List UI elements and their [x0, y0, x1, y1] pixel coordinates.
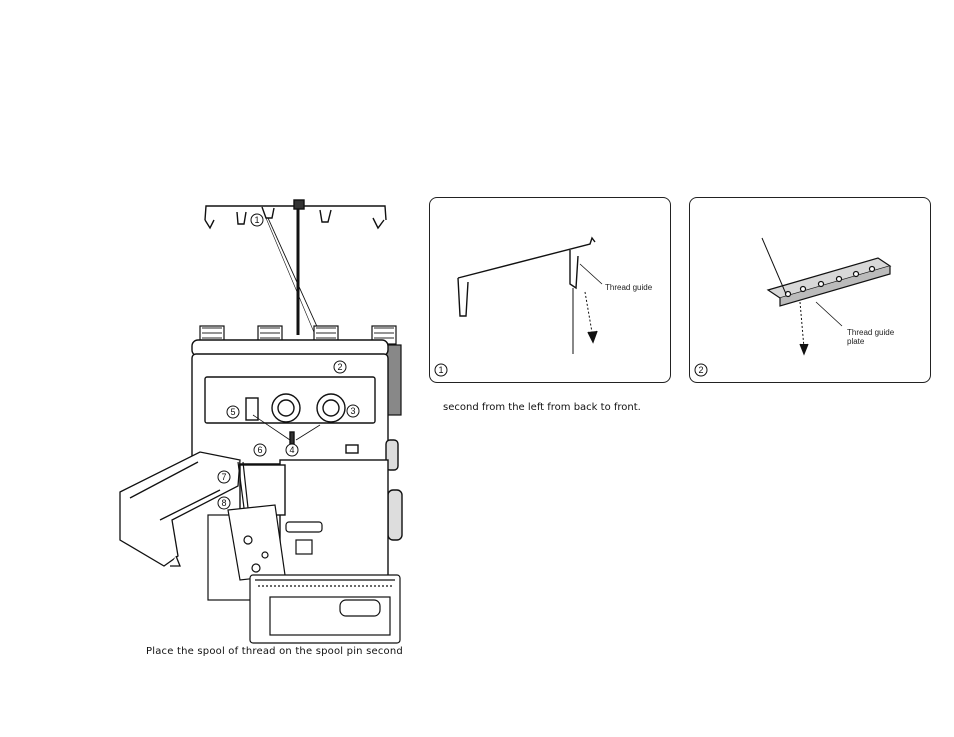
thread-guide-label: Thread guide: [605, 283, 653, 292]
detail-panel-thread-guide-plate: Thread guide plate 2: [689, 197, 931, 383]
callout-4: 4: [289, 445, 294, 455]
thread-guide-plate-drawing: Thread guide plate 2: [690, 198, 930, 382]
callout-3: 3: [350, 406, 355, 416]
callout-7: 7: [221, 472, 226, 482]
detail-1-number: 1: [438, 365, 443, 375]
thread-guide-plate-label-line1: Thread guide: [847, 328, 895, 337]
detail-2-number: 2: [698, 365, 703, 375]
thread-guide-drawing: Thread guide 1: [430, 198, 670, 382]
thread-guide-plate-label-line2: plate: [847, 337, 865, 346]
detail-panel-thread-guide: Thread guide 1: [429, 197, 671, 383]
callout-6: 6: [257, 445, 262, 455]
right-caption: second from the left from back to front.: [443, 402, 641, 413]
callout-2: 2: [337, 362, 342, 372]
left-caption: Place the spool of thread on the spool p…: [146, 646, 403, 657]
callout-5: 5: [230, 407, 235, 417]
callout-8: 8: [221, 498, 226, 508]
callout-1: 1: [254, 215, 259, 225]
